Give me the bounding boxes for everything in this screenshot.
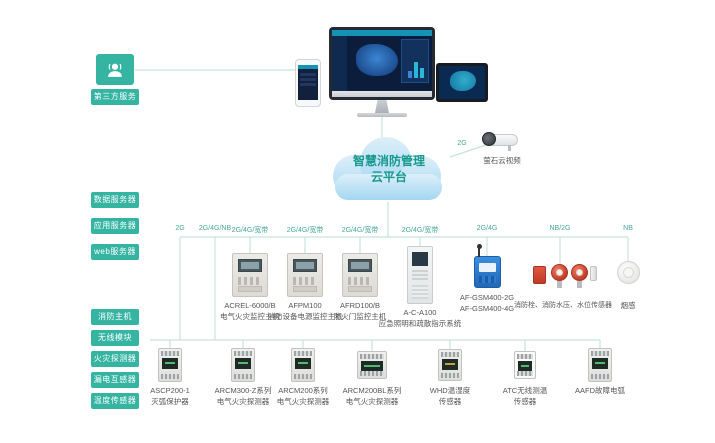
smartphone bbox=[295, 59, 321, 107]
network-label-4: 2G/4G/宽带 bbox=[341, 227, 379, 234]
sidebar-label-web-server: web服务器 bbox=[91, 244, 139, 260]
network-label-7: NB/2G bbox=[549, 225, 571, 232]
device-water-level-sensor bbox=[590, 266, 597, 281]
network-label-6: 2G/4G bbox=[476, 225, 498, 232]
monitor-stand bbox=[375, 100, 389, 113]
cabinet-keys bbox=[412, 270, 428, 280]
panel-buttons bbox=[238, 277, 262, 285]
monitor-body bbox=[329, 27, 435, 100]
cabinet-vent bbox=[412, 285, 428, 299]
network-label-1: 2G/4G/NB bbox=[198, 225, 232, 232]
device-ascp200 bbox=[158, 348, 182, 382]
sidebar-label-third-party: 第三方服务 bbox=[91, 89, 139, 105]
device-pressure-gauge bbox=[551, 264, 568, 281]
gauge-stem bbox=[557, 281, 562, 288]
device-acrel6000-host bbox=[232, 253, 268, 297]
device-afrd100-host bbox=[342, 253, 378, 297]
dashboard-header-bar bbox=[332, 30, 432, 36]
device-pressure-gauge bbox=[571, 264, 588, 281]
antenna-icon bbox=[476, 244, 482, 257]
camera-network-label: 2G bbox=[457, 140, 467, 147]
panel-screen bbox=[293, 259, 317, 272]
device-label: 消防栓、消防水压、水位传感器 bbox=[514, 302, 612, 309]
camera-label: 萤石云视频 bbox=[483, 156, 521, 165]
monitor-chin bbox=[332, 91, 432, 97]
network-label-3: 2G/4G/宽带 bbox=[286, 227, 324, 234]
panel-buttons bbox=[293, 277, 317, 285]
device-label: AAFD故障电弧 bbox=[574, 386, 626, 395]
device-hydrant-sensor bbox=[533, 266, 546, 284]
dashboard-sidebar bbox=[332, 36, 347, 91]
panel-slot bbox=[293, 286, 317, 292]
gateway-label-strip bbox=[479, 263, 496, 272]
device-whd-sensor bbox=[438, 349, 462, 381]
device-label: ARCM200BL系列电气火灾探测器 bbox=[342, 386, 402, 406]
device-arcm200bl bbox=[357, 351, 387, 379]
network-label-5: 2G/4G/宽带 bbox=[401, 227, 439, 234]
tablet-screen bbox=[439, 66, 485, 99]
device-gsm-gateway bbox=[474, 244, 501, 288]
device-label: ARCM300-Z系列电气火灾探测器 bbox=[214, 386, 272, 406]
sidebar-label-fire-host: 消防主机 bbox=[91, 309, 139, 325]
dashboard-chart-bar bbox=[408, 71, 412, 78]
panel-slot bbox=[348, 286, 372, 292]
dashboard-map bbox=[356, 44, 398, 76]
gateway-ports bbox=[479, 276, 496, 283]
device-atc-sensor bbox=[514, 351, 536, 379]
device-smoke-detector bbox=[617, 261, 640, 284]
device-label: ARCM200系列电气火灾探测器 bbox=[276, 386, 330, 406]
device-label: ATC无线测温传感器 bbox=[502, 386, 548, 406]
smartphone-screen bbox=[298, 65, 318, 100]
gauge-stem bbox=[577, 281, 582, 288]
network-label-2: 2G/4G/宽带 bbox=[231, 227, 269, 234]
monitor-base bbox=[357, 113, 407, 117]
sidebar-label-leakage-ct: 漏电互感器 bbox=[91, 372, 139, 388]
panel-slot bbox=[238, 286, 262, 292]
panel-screen bbox=[238, 259, 262, 272]
camera-lens-icon bbox=[482, 132, 496, 146]
network-label-0: 2G bbox=[175, 225, 185, 232]
sidebar-label-data-server: 数据服务器 bbox=[91, 192, 139, 208]
sidebar-label-app-server: 应用服务器 bbox=[91, 218, 139, 234]
sidebar-label-wireless: 无线模块 bbox=[91, 330, 139, 346]
cloud-shape bbox=[333, 137, 442, 200]
sidebar-label-temp-sensor: 温度传感器 bbox=[91, 393, 139, 409]
sidebar-label-fire-detector: 火灾探测器 bbox=[91, 351, 139, 367]
desktop-monitor bbox=[329, 27, 435, 118]
tablet-map bbox=[450, 71, 476, 91]
device-afpm100-host bbox=[287, 253, 323, 297]
cloud-title: 智慧消防管理 云平台 bbox=[352, 154, 425, 185]
cabinet-screen bbox=[412, 252, 428, 266]
third-party-icon-box bbox=[96, 54, 134, 85]
device-label: 烟感 bbox=[620, 301, 636, 310]
cloud-camera bbox=[482, 132, 520, 151]
dashboard-chart-bar bbox=[414, 62, 418, 78]
tablet bbox=[436, 63, 488, 102]
camera-mount bbox=[508, 145, 511, 151]
device-label: WHD温湿度传感器 bbox=[429, 386, 471, 406]
device-arcm300z bbox=[231, 348, 255, 382]
device-aafd bbox=[588, 348, 612, 382]
device-arcm200 bbox=[291, 348, 315, 382]
person-service-icon bbox=[108, 63, 122, 77]
panel-screen bbox=[348, 259, 372, 272]
dashboard-chart-bar bbox=[420, 68, 424, 78]
network-label-8: NB bbox=[623, 225, 633, 232]
cloud-platform: 智慧消防管理 云平台 bbox=[316, 134, 462, 204]
panel-buttons bbox=[348, 277, 372, 285]
device-aca100-cabinet bbox=[407, 246, 433, 304]
dashboard-screen bbox=[332, 30, 432, 91]
